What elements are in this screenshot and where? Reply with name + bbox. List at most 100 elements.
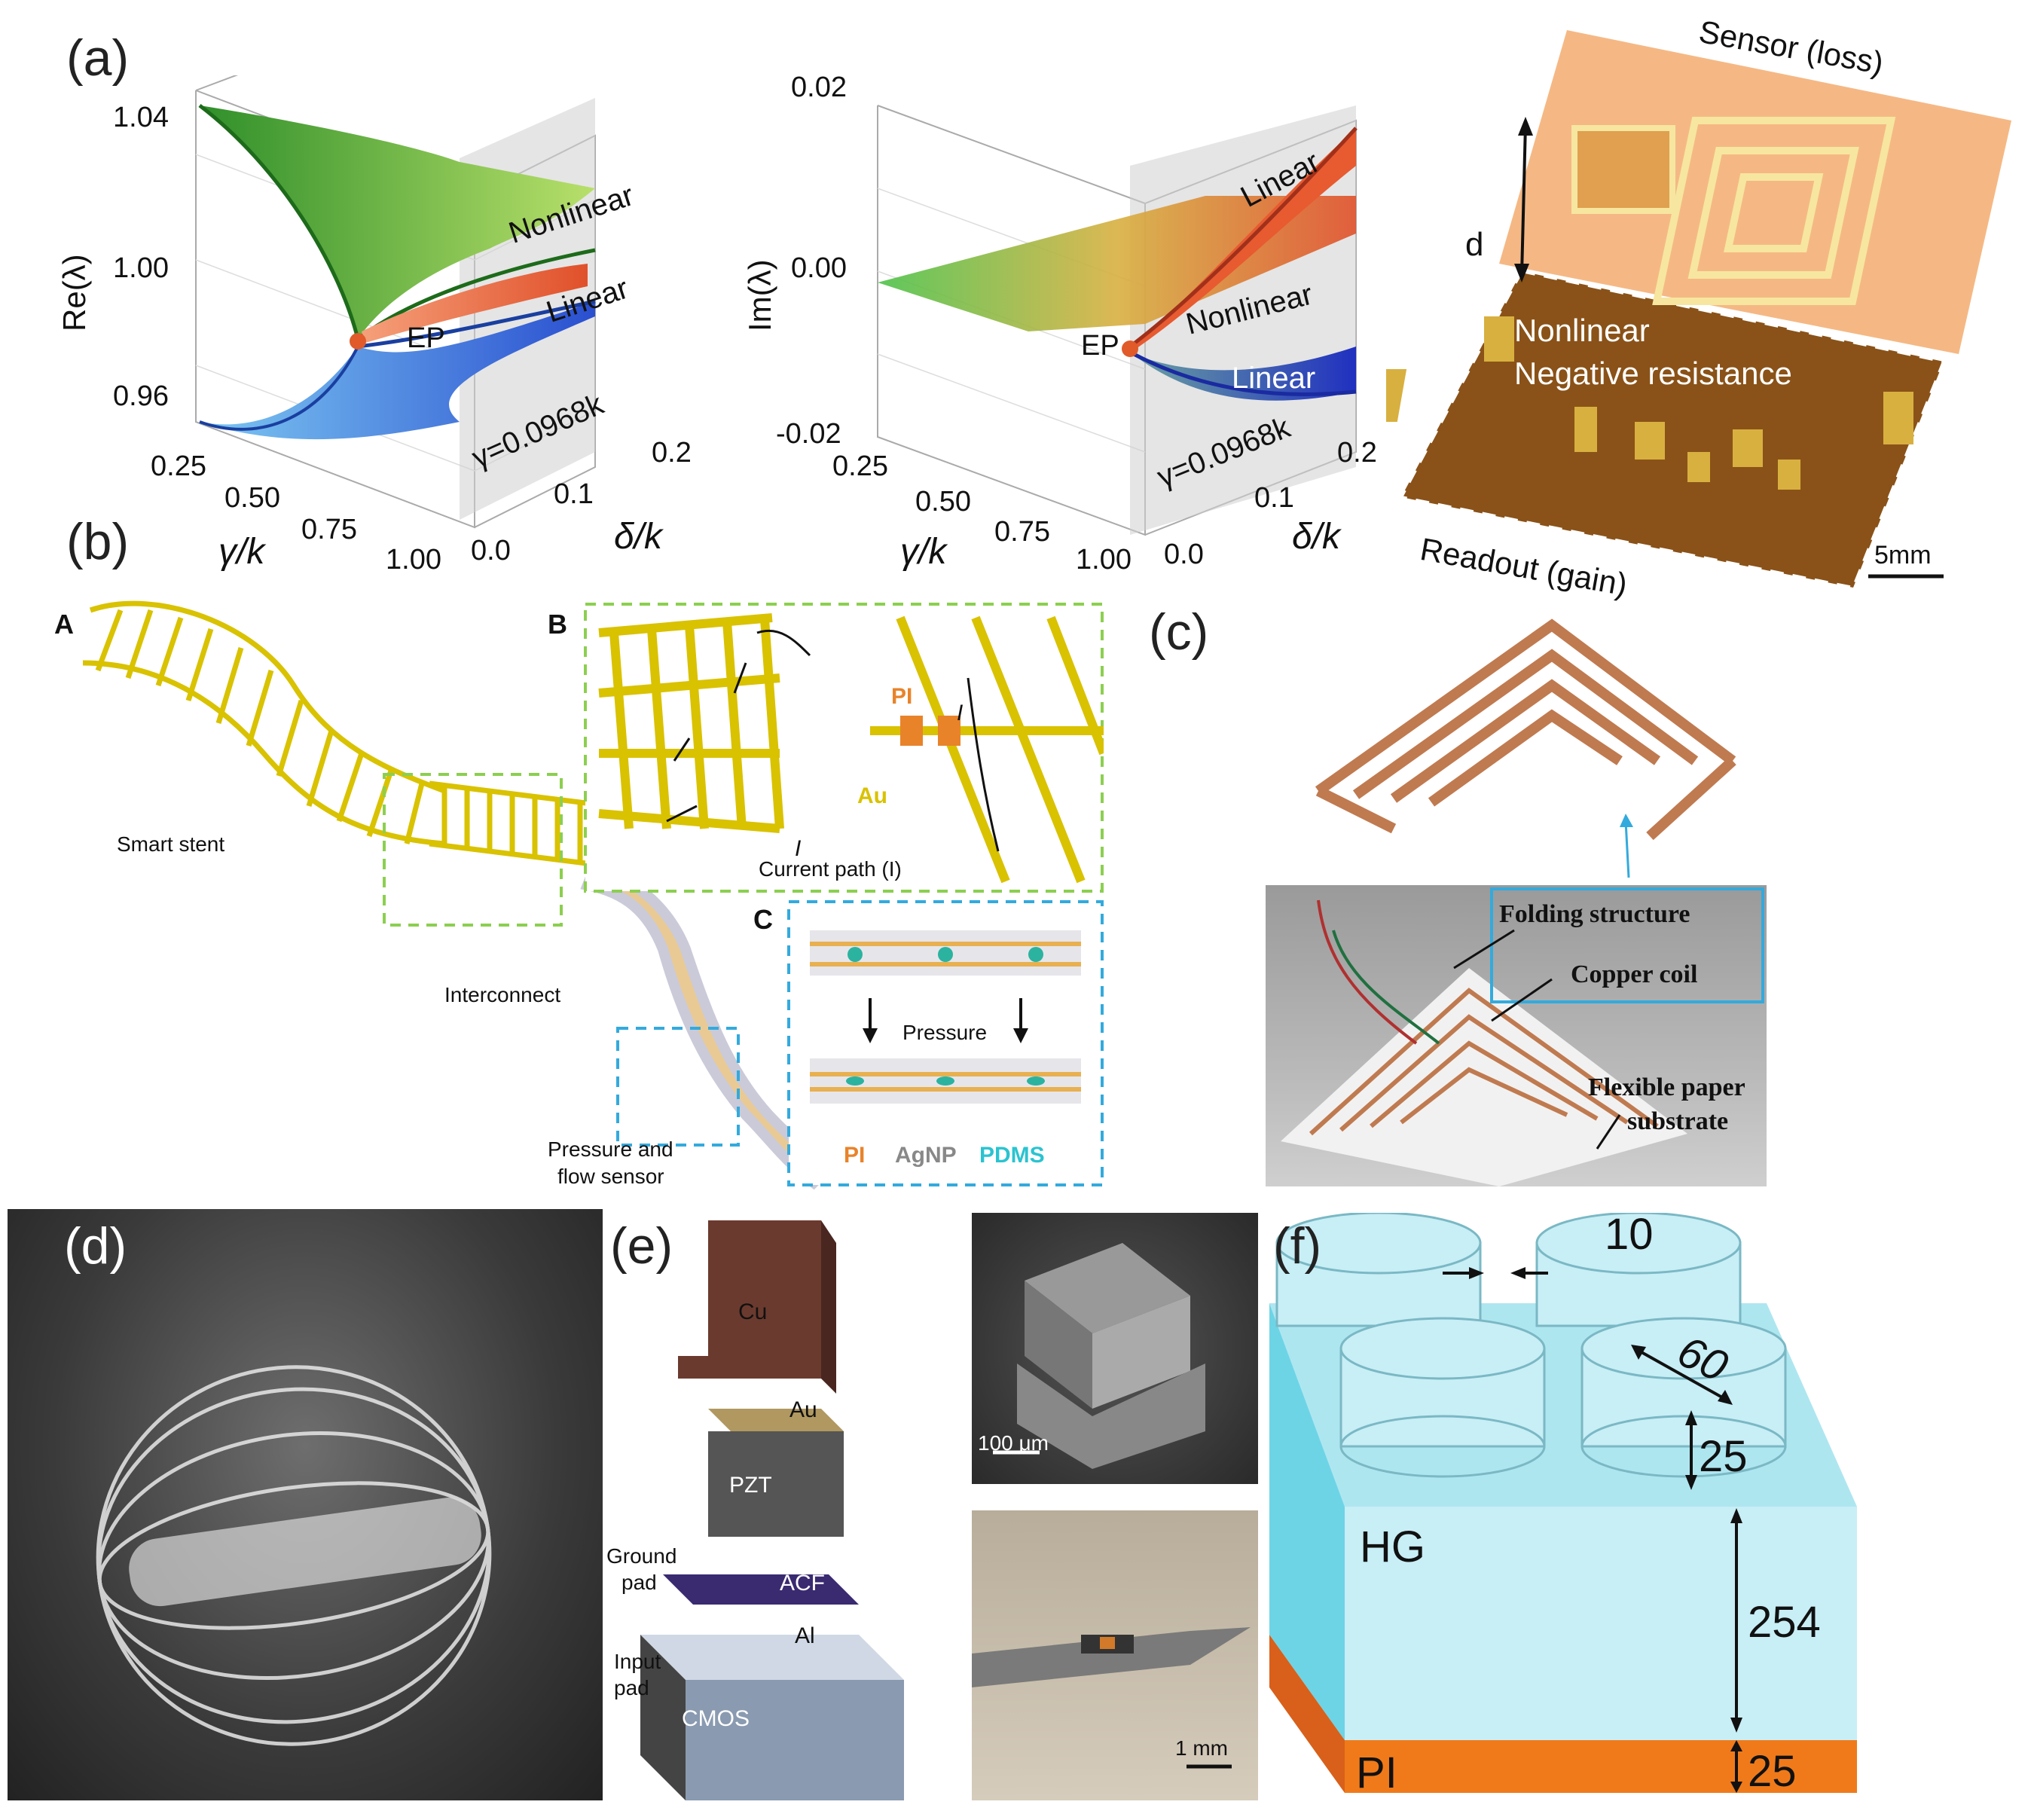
sem-scale-label: 100 μm [978, 1431, 1049, 1455]
folded-coil [1315, 618, 1736, 841]
hg-front-face [1345, 1507, 1857, 1740]
pillar-array-diagram [1269, 1213, 1857, 1793]
re-dtick-2: 0.1 [554, 478, 594, 510]
legend-pi: PI [844, 1143, 866, 1168]
re-lambda-plot [195, 75, 596, 529]
im-linear-upper-surface [1130, 128, 1356, 350]
panel-e-letter: (e) [610, 1217, 673, 1275]
im-dtick-1: 0.0 [1164, 539, 1204, 570]
im-linear-bottom-label: Linear [1232, 362, 1316, 395]
pzt-label: PZT [729, 1473, 772, 1498]
stent-mesh [82, 600, 611, 869]
re-ep-point [350, 333, 366, 350]
dim-25b-label: 25 [1748, 1747, 1797, 1796]
pressure-flow-label-2: flow sensor [557, 1165, 664, 1188]
cu-label: Cu [738, 1299, 768, 1324]
re-dtick-3: 0.2 [652, 437, 692, 469]
copper-coil-label: Copper coil [1571, 960, 1698, 988]
panel-d-letter: (d) [64, 1217, 127, 1275]
im-ytick-2: 0.00 [791, 252, 847, 284]
panel-a-letter: (a) [66, 29, 130, 87]
al-layer [640, 1635, 904, 1680]
stent-B-label: B [548, 609, 567, 640]
pi-label: PI [1356, 1748, 1397, 1797]
b-au-label: Au [857, 783, 887, 808]
scale-5mm: 5mm [1874, 541, 1932, 570]
cu-layer [708, 1220, 821, 1379]
re-upper-surface [200, 105, 595, 339]
sensor-coils [1652, 117, 1896, 305]
d-arrow [1520, 124, 1527, 276]
re-ylabel: Re(λ) [56, 254, 92, 331]
panel-f-letter: (f) [1273, 1217, 1322, 1275]
interconnect-label: Interconnect [444, 983, 561, 1006]
re-xtick-4: 1.00 [386, 544, 441, 576]
im-ep-point [1122, 340, 1138, 357]
current-path-inset [584, 603, 1104, 893]
hg-label: HG [1360, 1522, 1425, 1571]
needle-scale-label: 1 mm [1175, 1736, 1228, 1760]
folded-coil-render [1315, 618, 1736, 841]
legend-agnp: AgNP [895, 1143, 957, 1168]
input-pad-label-1: Input [614, 1650, 661, 1673]
im-ytick-1: 0.02 [791, 72, 847, 103]
re-dlabel: δ/k [614, 517, 663, 557]
im-ytick-3: -0.02 [776, 418, 841, 450]
pi-front-face [1345, 1740, 1857, 1793]
pressure-sensor-inset [787, 900, 1104, 1186]
im-dlabel: δ/k [1292, 517, 1341, 557]
layer-stack-bottom [810, 1058, 1081, 1104]
readout-components [1386, 316, 1913, 490]
cmos-label: CMOS [682, 1706, 750, 1731]
dimension-arrows [1443, 1272, 1738, 1789]
sensor-board [1499, 30, 2011, 354]
stent-A-label: A [54, 609, 74, 640]
needle-photo [972, 1510, 1258, 1800]
input-pad-label-2: pad [614, 1676, 649, 1699]
acf-label: ACF [780, 1571, 825, 1596]
im-linear-lower-surface [1134, 347, 1356, 401]
im-xlabel: γ/k [900, 532, 947, 572]
layer-stack-top [810, 930, 1081, 976]
re-xlabel: γ/k [218, 532, 265, 572]
au-layer [708, 1409, 844, 1431]
re-linear-upper-surface [362, 264, 588, 343]
sensor-pad [1571, 125, 1675, 214]
pillars [1275, 1213, 1787, 1478]
sem-chip-image [972, 1213, 1258, 1484]
nonlinear-label: Nonlinear [1514, 313, 1650, 348]
coil-photo [1266, 885, 1767, 1186]
im-ylabel: Im(λ) [742, 259, 777, 331]
pzt-layer [708, 1431, 844, 1537]
dim-10-label: 10 [1605, 1210, 1654, 1259]
legend-pdms: PDMS [979, 1143, 1045, 1168]
re-ytick-1: 1.04 [113, 102, 169, 133]
pressure-flow-label-1: Pressure and [548, 1138, 673, 1161]
re-xtick-2: 0.50 [224, 482, 280, 514]
au-label: Au [789, 1397, 817, 1422]
pi-segment [900, 716, 923, 746]
chip-stack-exploded [640, 1220, 904, 1800]
im-xtick-1: 0.25 [832, 450, 888, 482]
b-i-label-2: I [795, 836, 802, 861]
pressure-arrows [869, 998, 1022, 1032]
re-lower-surface [200, 301, 595, 440]
dim-25-label: 25 [1699, 1432, 1748, 1481]
flexible-paper-label-1: Flexible paper [1588, 1073, 1745, 1101]
re-dtick-1: 0.0 [471, 535, 511, 566]
im-dtick-2: 0.1 [1254, 482, 1294, 514]
cage-stent-photo [8, 1209, 603, 1800]
current-arrows [666, 629, 1000, 852]
sensor-zoom-box [616, 1027, 740, 1147]
hg-side-face [1269, 1303, 1345, 1740]
b-i-label-1: I [957, 701, 964, 725]
re-xtick-1: 0.25 [151, 450, 206, 482]
pi-side-face [1269, 1635, 1345, 1793]
panel-b-letter: (b) [66, 513, 130, 570]
smart-stent-illustration [82, 600, 836, 1190]
smart-stent-label: Smart stent [117, 832, 225, 856]
stent-zoom-box [383, 773, 563, 927]
current-path-label: Current path (I) [759, 857, 902, 881]
im-xtick-4: 1.00 [1076, 544, 1132, 576]
re-ytick-2: 1.00 [113, 252, 169, 284]
